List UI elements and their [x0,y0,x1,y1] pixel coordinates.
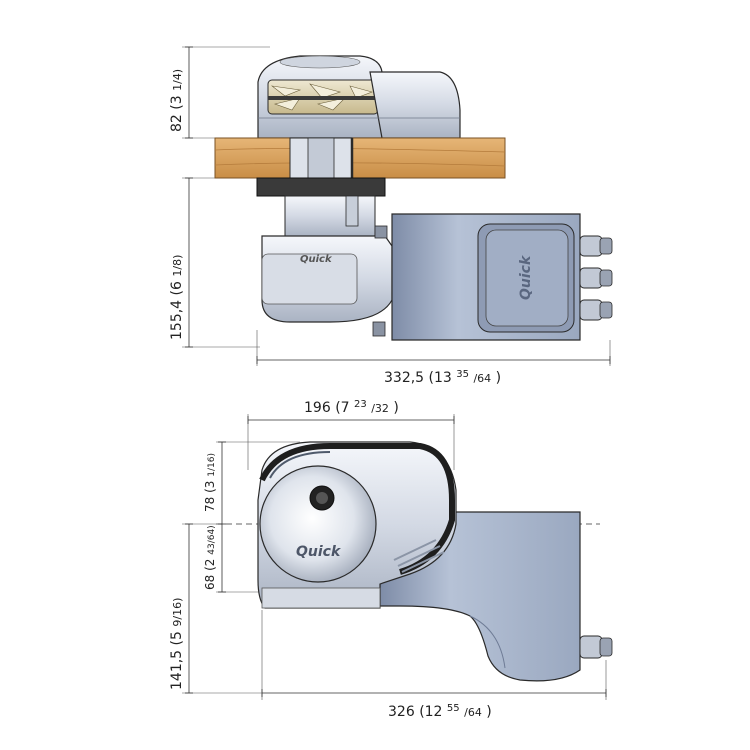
svg-text:78 (3 1/16): 78 (3 1/16) [203,453,217,512]
dim-155-height: 155,4 (6 1/8) [169,177,260,348]
dim-326-paren-close: ) [486,704,491,720]
bottom-view-brand-label: Quick [296,544,342,560]
dim-326-paren: (12 [419,704,447,720]
dim-141-value: 141,5 [169,650,185,690]
dim-82-value: 82 [169,114,185,132]
base-plate [256,177,386,197]
dim-326-frac-num: 55 [447,703,460,714]
top-view-brand-label: Quick [300,254,333,265]
dim-78-frac: 1/16) [207,453,217,477]
svg-text:141,5 (5 9/16: 141,5 (5 9/16) [169,598,185,690]
dim-82-frac: 1/4) [171,69,184,91]
dim-78-68: 78 (3 1/16) 68 (2 43/64) [203,441,300,593]
svg-text:68 (2 43/64): 68 (2 43/64) [203,525,217,590]
dim-326-width: 326 (12 55 /64 ) [261,610,607,720]
svg-text:196 (7 23: 196 (7 23 /32 ) [304,395,399,416]
dim-82-height: 82 (3 1/4) [169,46,270,139]
dim-196-value: 196 [304,400,331,416]
motor-unit: Quick [391,213,613,341]
top-view: 82 (3 1/4) 155,4 (6 1/8) [169,46,613,386]
svg-text:332,5 (13 35: 332,5 (13 35 /64 ) [384,365,501,386]
dim-332-frac-num: 35 [456,369,469,380]
dim-332-width: 332,5 (13 35 /64 ) [256,330,611,386]
dim-326-value: 326 [388,704,415,720]
dim-78-value: 78 [203,497,217,512]
bottom-view: 196 (7 23 /32 ) 78 (3 1/16) 68 [169,395,613,720]
dim-68-frac: 43/64) [207,525,217,554]
dim-68-value: 68 [203,575,217,590]
dim-326-frac-den: /64 [464,706,482,719]
drum [259,465,377,583]
dim-141-height: 141,5 (5 9/16) [169,523,262,694]
dim-332-paren: (13 [429,370,457,386]
cable-gland-side [579,635,613,659]
dim-332-paren-close: ) [496,370,501,386]
dim-196-frac-den: /32 [371,402,389,415]
dim-82-paren: (3 [169,91,185,110]
dim-196-paren: (7 [335,400,354,416]
dim-141-frac: 9/16) [171,598,184,627]
svg-text:155,4 (6 1/8): 155,4 (6 1/8) [169,255,185,340]
motor-brand-label: Quick [518,254,534,300]
dim-155-value: 155,4 [169,300,185,340]
dim-332-value: 332,5 [384,370,424,386]
dim-155-frac: 1/8) [171,255,184,277]
dim-68-paren: (2 [203,555,217,571]
dim-332-frac-den: /64 [473,372,491,385]
dim-141-paren: (5 [169,627,185,646]
svg-text:82 (3 1/4): 82 (3 1/4) [169,69,185,132]
svg-text:326 (12 55: 326 (12 55 /64 ) [388,699,492,720]
dim-196-frac-num: 23 [354,399,367,410]
dim-78-paren: (3 [203,477,217,493]
dim-196-width: 196 (7 23 /32 ) [247,395,455,470]
gearbox: Quick [261,195,393,337]
gypsy-housing: Quick [257,441,457,609]
dim-196-paren-close: ) [393,400,398,416]
dim-155-paren: (6 [169,277,185,296]
wooden-deck [214,137,506,200]
winch-top-cover [257,55,461,139]
cable-glands [579,235,613,321]
